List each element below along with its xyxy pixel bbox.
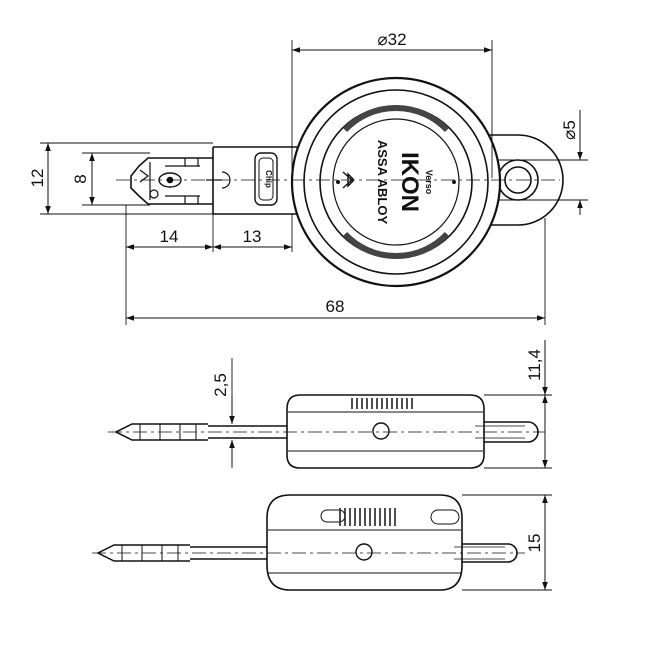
side-view-thick-body [266, 494, 518, 591]
top-dimension-texts: ⌀32 12 8 ⌀5 14 13 68 [28, 30, 579, 316]
side-view-thin-hole [372, 422, 390, 440]
key-head-disc [290, 76, 502, 288]
dim-length-13: 13 [243, 227, 262, 246]
dim-diameter-5: ⌀5 [560, 120, 579, 140]
dim-thickness-2-5: 2,5 [211, 373, 230, 397]
side-view-thick-hole [355, 543, 373, 561]
dim-diameter-32: ⌀32 [377, 30, 406, 49]
model-label: Verso [424, 170, 434, 195]
dim-length-68: 68 [326, 297, 345, 316]
dim-thickness-15: 15 [525, 534, 544, 553]
dim-height-8: 8 [71, 174, 90, 183]
side-view-thick-ext [462, 494, 552, 591]
key-blade [130, 157, 231, 205]
side-view-thick: 15 [92, 494, 552, 591]
top-dimension-lines [45, 47, 583, 321]
top-view: Chip ASSA ABLOY IKON Verso [116, 76, 564, 288]
top-extension-lines [40, 40, 588, 325]
brand-label: IKON [396, 152, 423, 212]
chip-label: Chip [264, 170, 273, 188]
side-view-thin: 2,5 11,4 [108, 340, 552, 469]
dim-length-14: 14 [160, 227, 179, 246]
disc-markings: ASSA ABLOY IKON Verso [375, 140, 434, 225]
side-view-thin-grip-ridges [351, 398, 413, 409]
side-view-thick-grip-ridges [339, 508, 396, 526]
manufacturer-label: ASSA ABLOY [375, 140, 390, 225]
side-view-thin-dims [229, 340, 548, 468]
dim-thickness-11-4: 11,4 [525, 349, 544, 381]
dim-height-12: 12 [28, 169, 47, 188]
